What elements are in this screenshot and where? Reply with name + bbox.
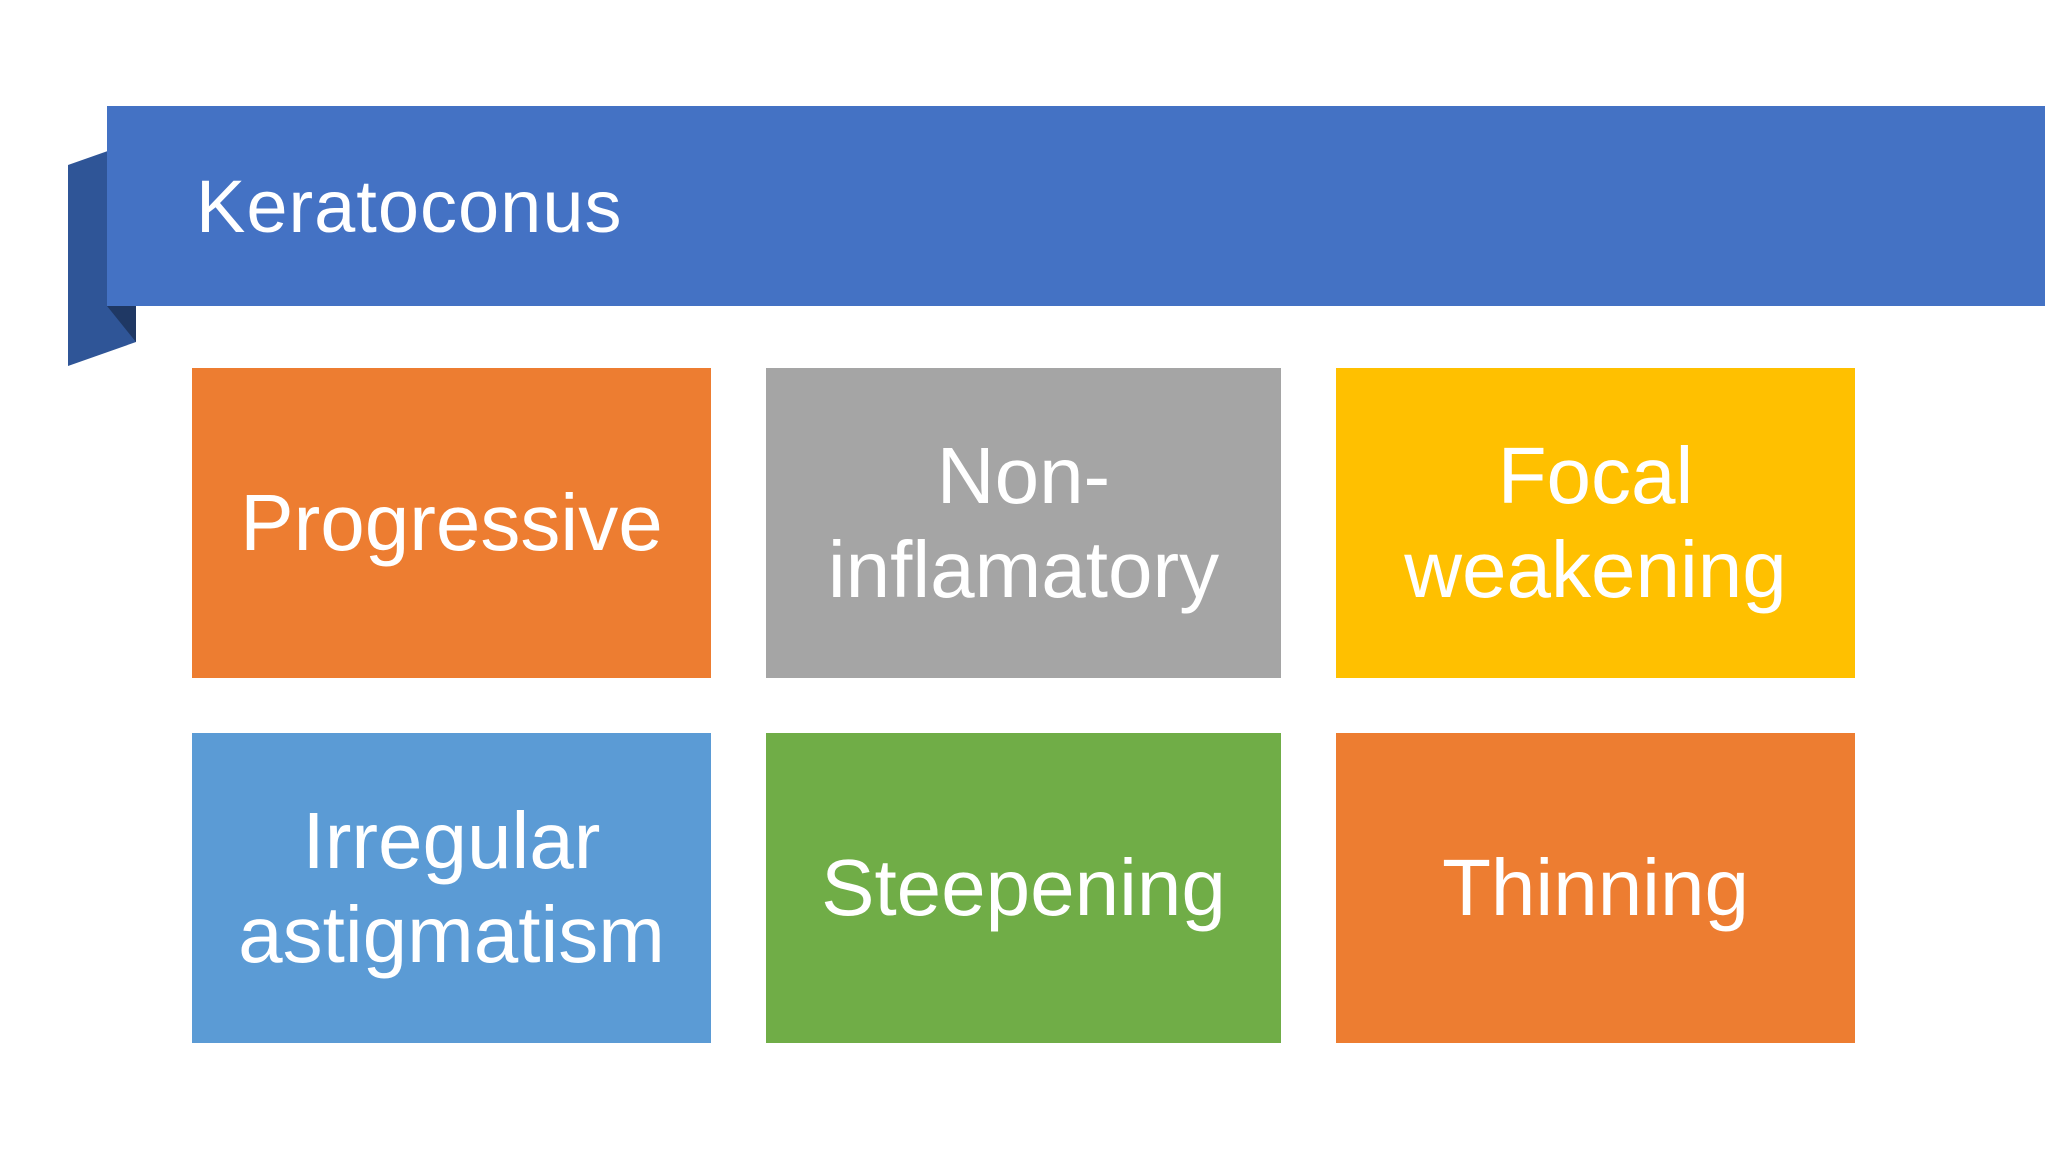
feature-box-thinning: Thinning	[1336, 733, 1855, 1043]
feature-grid: Progressive Non-inflamatory Focal weaken…	[192, 368, 1855, 1043]
feature-box-steepening: Steepening	[766, 733, 1281, 1043]
feature-box-label: Non-inflamatory	[827, 430, 1220, 614]
feature-box-focal-weakening: Focal weakening	[1336, 368, 1855, 678]
feature-box-progressive: Progressive	[192, 368, 711, 678]
feature-box-label: Focal weakening	[1404, 430, 1787, 614]
feature-box-non-inflamatory: Non-inflamatory	[766, 368, 1281, 678]
slide-title: Keratoconus	[196, 164, 623, 248]
ribbon-fold-shadow	[107, 306, 136, 342]
feature-box-label: Thinning	[1442, 842, 1749, 932]
feature-box-irregular-astigmatism: Irregular astigmatism	[192, 733, 711, 1043]
feature-box-label: Steepening	[821, 842, 1226, 932]
feature-box-label: Progressive	[240, 477, 663, 567]
title-banner: Keratoconus	[107, 106, 2045, 306]
feature-box-label: Irregular astigmatism	[238, 795, 665, 979]
